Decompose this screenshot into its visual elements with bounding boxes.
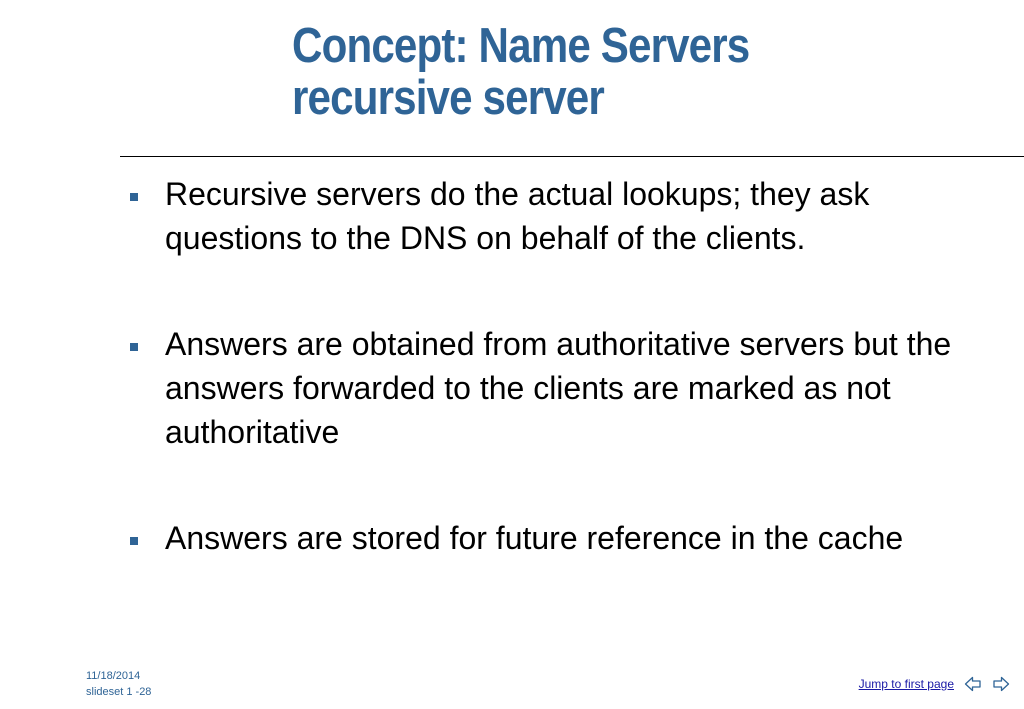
arrow-right-outline-icon[interactable] (992, 675, 1010, 693)
bullet-item: Answers are obtained from authoritative … (130, 322, 1010, 454)
bullet-text: Answers are obtained from authoritative … (165, 326, 952, 450)
arrow-left-outline-icon[interactable] (964, 675, 982, 693)
footer-navigation: Jump to first page (859, 675, 1010, 693)
slide-title: Concept: Name Servers recursive server (292, 19, 750, 125)
jump-to-first-page-link[interactable]: Jump to first page (858, 677, 954, 691)
square-bullet-icon (130, 193, 138, 201)
footer-info: 11/18/2014 slideset 1 -28 (86, 668, 151, 700)
square-bullet-icon (130, 343, 138, 351)
square-bullet-icon (130, 537, 138, 545)
bullet-text: Answers are stored for future reference … (165, 520, 904, 556)
bullet-item: Answers are stored for future reference … (130, 516, 1010, 560)
bullet-list: Recursive servers do the actual lookups;… (130, 172, 1010, 622)
footer-slide-number: slideset 1 -28 (86, 686, 152, 698)
footer-date: 11/18/2014 (86, 670, 141, 682)
slide-title-line-1: Concept: Name Servers (292, 19, 750, 73)
slide-title-line-2: recursive server (292, 71, 605, 125)
bullet-text: Recursive servers do the actual lookups;… (165, 176, 870, 256)
bullet-item: Recursive servers do the actual lookups;… (130, 172, 1010, 260)
title-divider (120, 156, 1024, 157)
